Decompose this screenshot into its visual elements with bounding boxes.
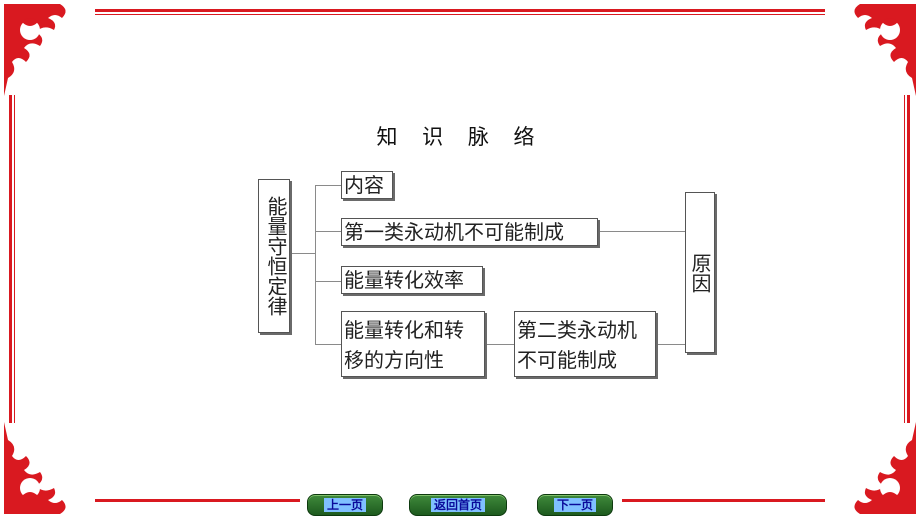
second-kind-node: 第二类永动机不可能制成 — [514, 311, 656, 377]
home-page-button[interactable]: 返回首页 — [409, 494, 507, 516]
connector-branch-3 — [315, 281, 341, 282]
frame-left-line-inner — [14, 95, 15, 423]
branch-first-kind-label: 第一类永动机不可能制成 — [344, 220, 564, 244]
branch-efficiency-node: 能量转化效率 — [341, 266, 483, 294]
prev-page-label: 上一页 — [323, 498, 366, 512]
branch-content-node: 内容 — [341, 171, 393, 199]
frame-right-line — [907, 95, 910, 423]
branch-efficiency-label: 能量转化效率 — [344, 268, 464, 292]
next-page-button[interactable]: 下一页 — [537, 494, 613, 516]
frame-top-line — [95, 9, 825, 12]
branch-direction-label: 能量转化和转移的方向性 — [344, 318, 464, 372]
branch-direction-node: 能量转化和转移的方向性 — [341, 311, 485, 377]
reason-node: 原因 — [685, 192, 715, 353]
corner-ornament-bottom-left — [4, 422, 66, 514]
connector-first-kind-reason — [598, 231, 685, 232]
frame-right-line-inner — [904, 95, 905, 423]
connector-vertical-spine — [315, 185, 316, 345]
corner-ornament-bottom-right — [854, 422, 916, 514]
page-title: 知 识 脉 络 — [376, 125, 544, 149]
reason-label: 原因 — [688, 252, 712, 293]
branch-first-kind-node: 第一类永动机不可能制成 — [341, 218, 598, 246]
frame-bottom-line-2 — [622, 499, 825, 502]
prev-page-button[interactable]: 上一页 — [307, 494, 383, 516]
frame-top-line-inner — [95, 14, 825, 15]
next-page-label: 下一页 — [553, 498, 596, 512]
frame-bottom-line — [95, 499, 300, 502]
connector-branch-1 — [315, 185, 341, 186]
root-node-label: 能量守恒定律 — [264, 196, 288, 316]
connector-direction-second-kind — [485, 344, 514, 345]
branch-content-label: 内容 — [344, 173, 384, 197]
connector-branch-4 — [315, 344, 341, 345]
home-page-label: 返回首页 — [430, 498, 485, 512]
second-kind-label: 第二类永动机不可能制成 — [517, 318, 637, 372]
frame-left-line — [9, 95, 12, 423]
connector-root-trunk — [290, 253, 315, 254]
connector-branch-2 — [315, 231, 341, 232]
connector-second-kind-reason — [656, 344, 685, 345]
root-node: 能量守恒定律 — [258, 179, 290, 333]
corner-ornament-top-left — [4, 4, 66, 96]
corner-ornament-top-right — [854, 4, 916, 96]
